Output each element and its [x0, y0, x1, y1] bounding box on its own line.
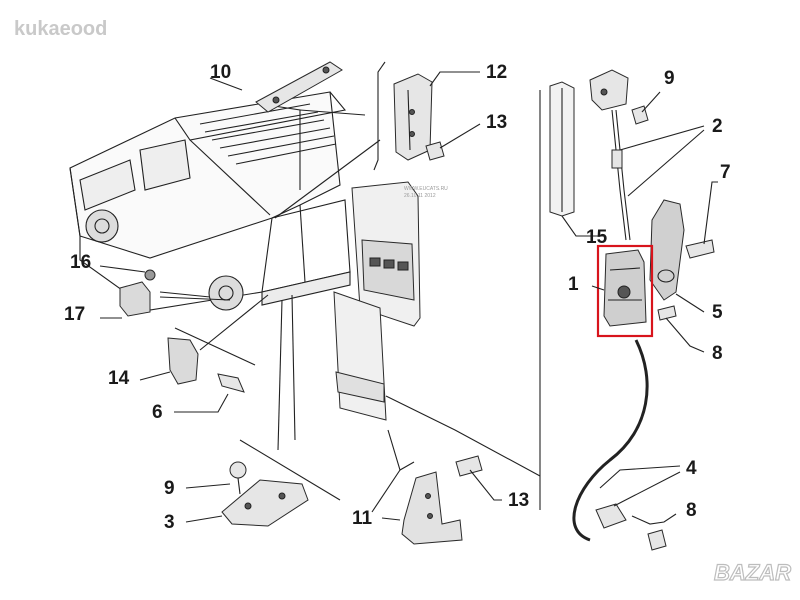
- part-3-hinge: [185, 479, 309, 527]
- callout-12: 12: [486, 62, 507, 83]
- callout-14: 14: [108, 368, 130, 389]
- stamp-line-1: WWW.EUCATS.RU: [404, 186, 448, 192]
- part-10-strap: [209, 61, 343, 113]
- highlight-box: [596, 244, 654, 338]
- callout-9-bottom: 9: [164, 478, 175, 499]
- part-4-cable: [572, 339, 681, 542]
- leader-2a: [619, 125, 705, 151]
- callout-16: 16: [70, 252, 91, 273]
- callout-8-mid: 8: [712, 343, 723, 364]
- callout-1: 1: [568, 274, 579, 295]
- part-13-bolt-bottom: [455, 455, 502, 501]
- callout-7: 7: [720, 162, 731, 183]
- callout-6: 6: [152, 402, 163, 423]
- callout-15: 15: [586, 227, 608, 248]
- callout-13-top: 13: [486, 112, 507, 133]
- van-leaders: [159, 105, 381, 501]
- part-9-upper-latch: [589, 69, 661, 241]
- part-16-nut: [99, 265, 156, 281]
- part-9-bolt-lower: [185, 461, 247, 495]
- van-illustration: [69, 91, 351, 311]
- part-8-bolt-mid: [657, 305, 705, 353]
- watermark-bottom: BAZAR: [714, 560, 791, 585]
- watermark-top: kukaeood: [14, 18, 107, 40]
- part-15-seal: [549, 81, 604, 237]
- callout-2: 2: [712, 116, 723, 137]
- bracket-line-upper: [373, 61, 386, 171]
- callout-9-top: 9: [664, 68, 675, 89]
- rear-door-upper: WWW.EUCATS.RU 26.10.11 2012: [351, 181, 448, 327]
- callout-10: 10: [210, 62, 231, 83]
- part-11-bracket: [371, 429, 463, 545]
- callout-13-bottom: 13: [508, 490, 529, 511]
- rear-door-lower: [333, 291, 541, 477]
- part-7-bolt: [685, 181, 718, 259]
- callout-17: 17: [64, 304, 85, 325]
- part-1-lock: [591, 244, 654, 338]
- callout-4: 4: [686, 458, 697, 479]
- callout-5: 5: [712, 302, 723, 323]
- part-12-bracket: [393, 71, 480, 161]
- part-17-block: [100, 281, 151, 319]
- callout-11: 11: [352, 508, 373, 529]
- part-14-bumper: [139, 337, 199, 385]
- stamp-line-2: 26.10.11 2012: [404, 193, 436, 199]
- part-8-bolt-bottom: [631, 513, 677, 551]
- callout-8-bottom: 8: [686, 500, 697, 521]
- callout-3: 3: [164, 512, 175, 533]
- leader-2b: [627, 129, 705, 197]
- part-13-bolt-top: [425, 123, 481, 161]
- part-6-bolt: [174, 373, 245, 413]
